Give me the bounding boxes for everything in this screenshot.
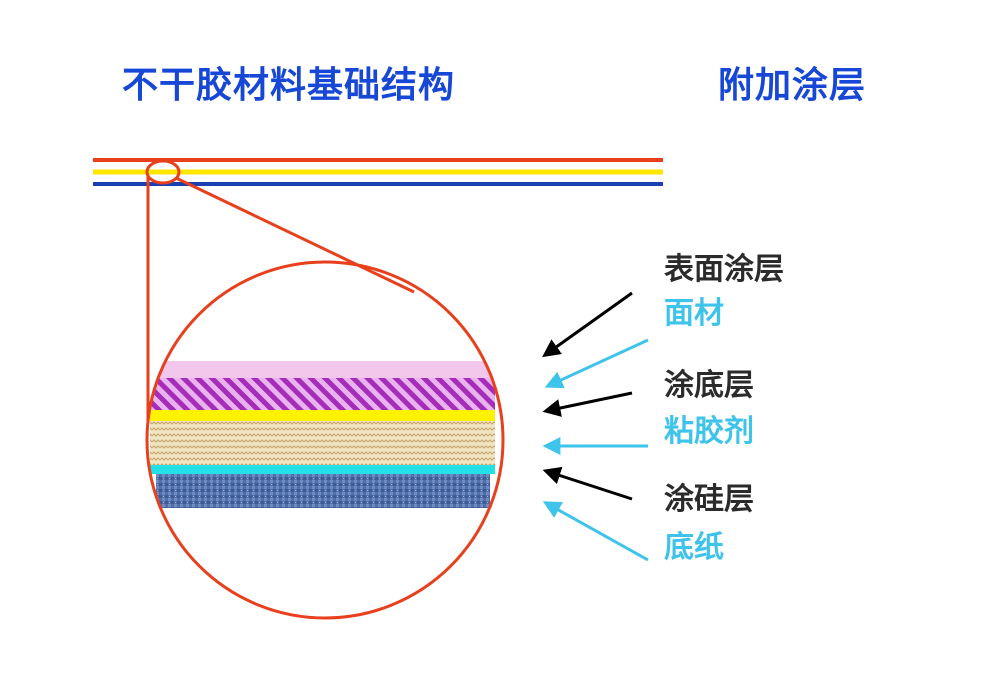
label-face-stock: 面材 — [664, 296, 724, 331]
arrow-silicone — [542, 466, 633, 501]
label-silicone: 涂硅层 — [664, 482, 754, 517]
magnified-layers — [150, 361, 495, 508]
layer-face-stock — [150, 378, 495, 410]
arrow-backing-paper — [542, 501, 649, 562]
label-backing-paper: 底纸 — [664, 530, 724, 565]
layer-surface-coat — [150, 361, 495, 378]
arrow-primer — [542, 391, 633, 417]
label-primer: 涂底层 — [664, 368, 754, 403]
layer-adhesive — [150, 421, 495, 465]
pointer-arrows — [542, 291, 649, 562]
main-title: 不干胶材料基础结构 — [122, 65, 456, 106]
layer-silicone — [150, 465, 495, 474]
zoom-source-ellipse — [145, 159, 181, 185]
layer-primer — [150, 410, 495, 421]
label-adhesive: 粘胶剂 — [664, 414, 754, 449]
arrow-face-stock — [544, 338, 649, 389]
magnifier-circle — [145, 260, 505, 620]
additional-coating-title: 附加涂层 — [718, 65, 867, 106]
arrow-surface-coat — [542, 291, 633, 358]
zoom-line-right — [175, 176, 415, 294]
layer-backing-paper — [156, 474, 490, 508]
label-surface-coat: 表面涂层 — [664, 252, 784, 287]
